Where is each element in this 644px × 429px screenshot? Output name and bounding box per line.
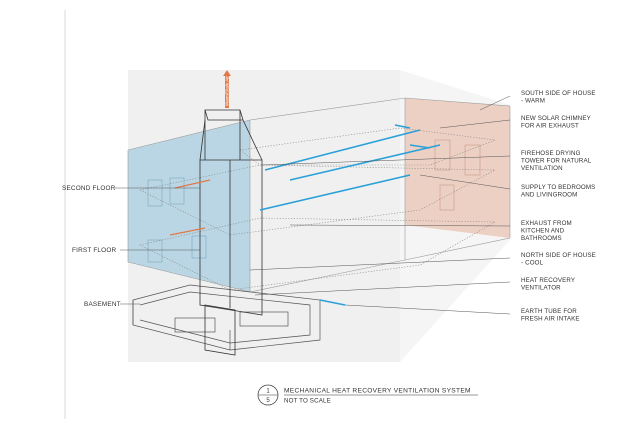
- supply-ducts: [259, 124, 441, 306]
- south-wall-warm: [405, 98, 510, 238]
- callout-2-line-2: VENTILATION: [521, 165, 563, 172]
- first-floor-label: FIRST FLOOR: [72, 247, 117, 254]
- callout-2-line-1: TOWER FOR NATURAL: [521, 158, 592, 165]
- callout-6-line-0: HEAT RECOVERY: [521, 277, 575, 284]
- callout-2-line-0: FIREHOSE DRYING: [521, 150, 581, 157]
- svg-text:SOUTH SIDE OF HOUSE- WARM: SOUTH SIDE OF HOUSE- WARM: [521, 90, 596, 105]
- svg-text:NORTH SIDE OF HOUSE- COOL: NORTH SIDE OF HOUSE- COOL: [521, 252, 596, 267]
- drawing-subtitle: NOT TO SCALE: [284, 398, 331, 405]
- callout-7-line-1: FRESH AIR INTAKE: [521, 316, 580, 323]
- callout-5-line-0: NORTH SIDE OF HOUSE: [521, 252, 596, 259]
- callout-5-line-1: - COOL: [521, 260, 544, 267]
- basement-label: BASEMENT: [84, 301, 121, 308]
- floor-labels: SECOND FLOOR FIRST FLOOR BASEMENT: [62, 185, 200, 308]
- exhaust-ducts: [169, 179, 211, 236]
- callout-0: SOUTH SIDE OF HOUSE- WARM: [521, 90, 596, 105]
- drawing-number: 1: [266, 389, 270, 395]
- callout-1-line-1: FOR AIR EXHAUST: [521, 123, 579, 130]
- warm-stale-air-arrow: Warm/Stale Air: [223, 70, 231, 108]
- callout-0-line-1: - WARM: [521, 98, 545, 105]
- callout-4-line-2: BATHROOMS: [521, 235, 562, 242]
- title-block: 1 5 MECHANICAL HEAT RECOVERY VENTILATION…: [257, 384, 478, 406]
- callout-3-line-0: SUPPLY TO BEDROOMS: [521, 184, 595, 191]
- solar-chimney: [199, 109, 263, 356]
- exhaust-arrow-label: Warm/Stale Air: [224, 76, 229, 106]
- callout-7-line-0: EARTH TUBE FOR: [521, 308, 577, 315]
- second-floor-label: SECOND FLOOR: [62, 185, 116, 192]
- house-wireframe: [127, 97, 511, 293]
- callout-3-line-1: AND LIVINGROOM: [521, 192, 577, 199]
- third-floor-plate: [239, 127, 496, 166]
- callout-5: NORTH SIDE OF HOUSE- COOL: [521, 252, 596, 267]
- sheet-number: 5: [266, 398, 270, 404]
- floor-plates: [139, 127, 497, 291]
- drawing-title: MECHANICAL HEAT RECOVERY VENTILATION SYS…: [284, 388, 471, 395]
- callout-4-line-1: KITCHEN AND: [521, 228, 565, 235]
- callout-4-line-0: EXHAUST FROM: [521, 220, 572, 227]
- callout-0-line-0: SOUTH SIDE OF HOUSE: [521, 90, 596, 97]
- north-wall-cool: [128, 120, 250, 292]
- callout-1-line-0: NEW SOLAR CHIMNEY: [521, 115, 591, 122]
- first-floor-plate: [139, 217, 497, 291]
- callout-leaders: [249, 95, 511, 315]
- callout-6-line-1: VENTILATOR: [521, 285, 561, 292]
